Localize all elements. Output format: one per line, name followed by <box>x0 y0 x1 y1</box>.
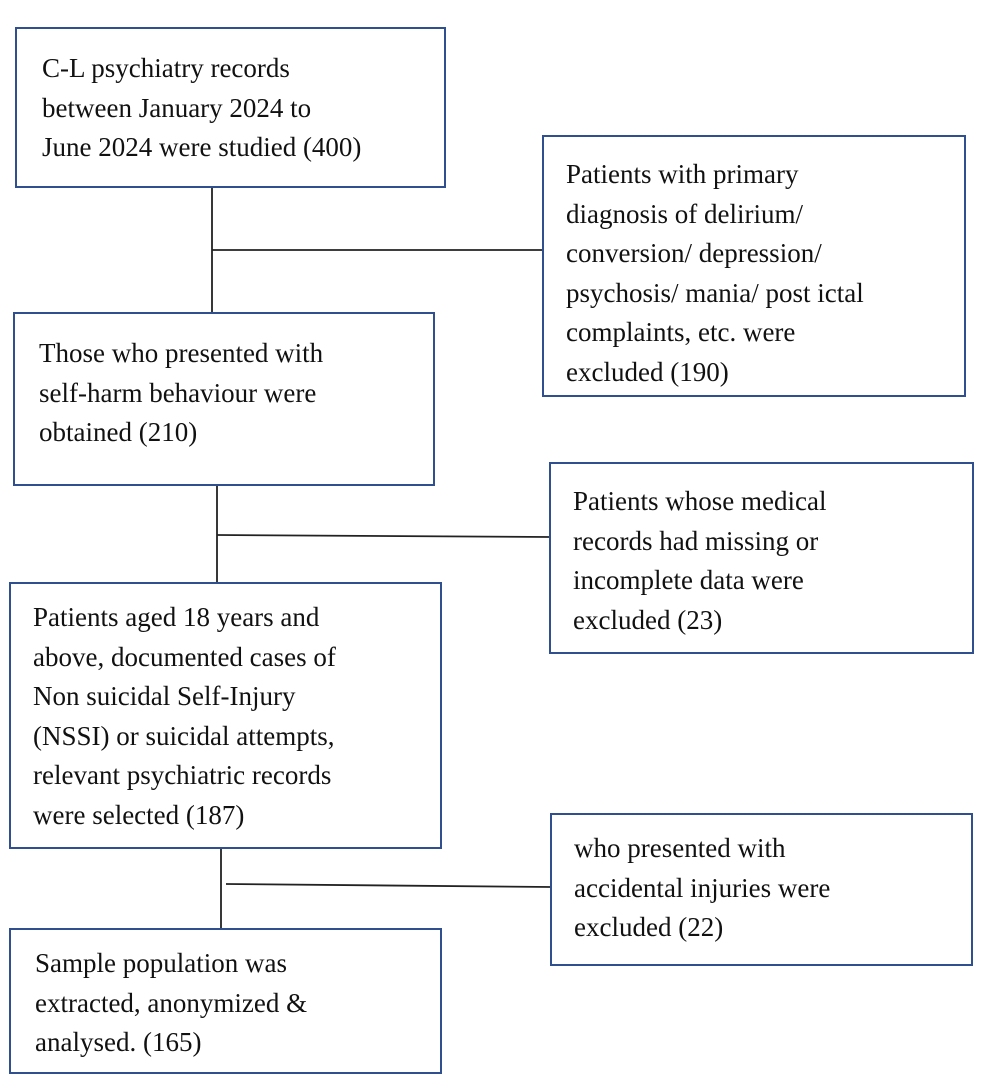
step-box-selected-criteria: Patients aged 18 years and above, docume… <box>9 582 442 849</box>
connector-to-exclusion-2 <box>216 534 551 538</box>
step-box-records-studied: C-L psychiatry records between January 2… <box>15 27 446 188</box>
exclusion-box-accidental-injuries: who presented with accidental injuries w… <box>550 813 973 966</box>
step-box-self-harm: Those who presented with self-harm behav… <box>13 312 435 486</box>
step-box-sample-population: Sample population was extracted, anonymi… <box>9 928 442 1074</box>
exclusion-box-missing-data: Patients whose medical records had missi… <box>549 462 974 654</box>
exclusion-box-primary-diagnosis: Patients with primary diagnosis of delir… <box>542 135 966 397</box>
connector-to-exclusion-3 <box>225 883 552 888</box>
